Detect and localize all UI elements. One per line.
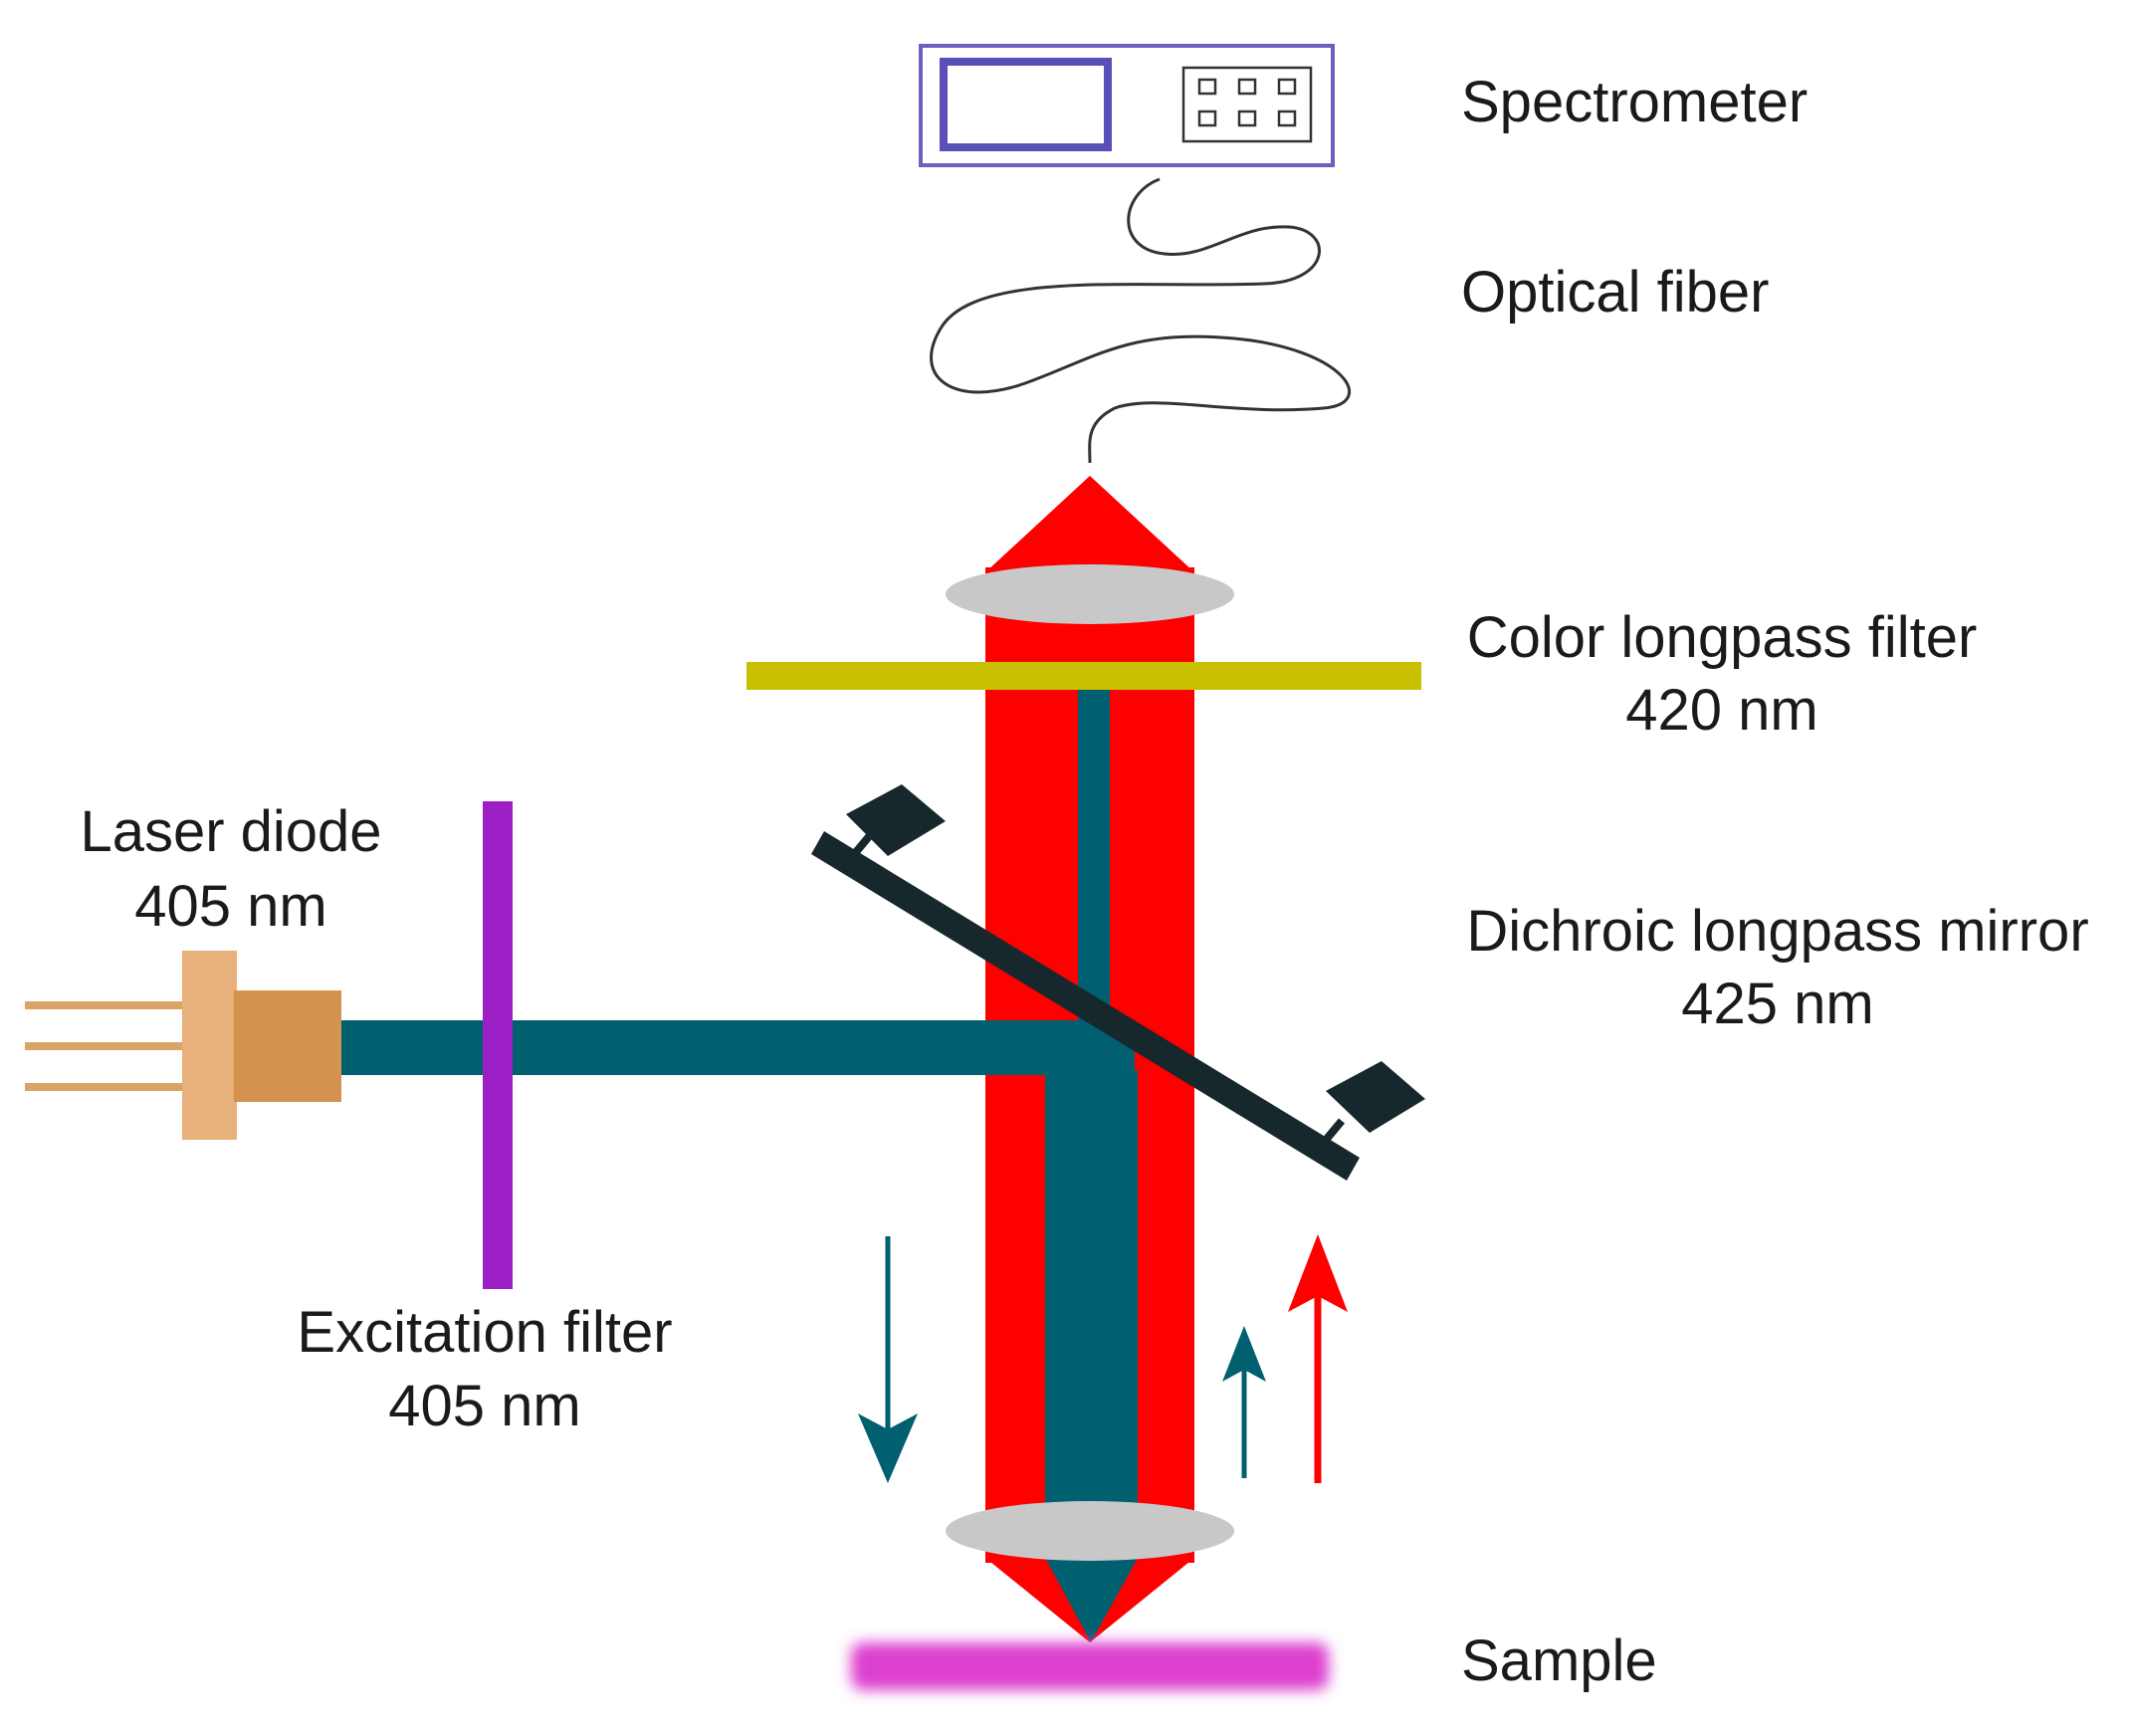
laser-diode-label: Laser diode [80, 799, 381, 864]
color-longpass-filter-wavelength: 420 nm [1625, 678, 1817, 743]
dichroic-mirror-label: Dichroic longpass mirror [1466, 899, 2088, 964]
keypad-button [1197, 78, 1217, 96]
collection-lens [946, 564, 1234, 624]
optical-fiber [930, 177, 1352, 464]
spectrometer [919, 44, 1335, 167]
emission-up-arrow [1288, 1234, 1348, 1483]
laser-diode [25, 951, 341, 1140]
excitation-filter-wavelength: 405 nm [388, 1374, 580, 1438]
objective-lens [946, 1501, 1234, 1561]
excitation-beam-lower [1045, 1070, 1138, 1573]
mirror-mount-pad-lower [1326, 1061, 1425, 1133]
color-longpass-filter-label: Color longpass filter [1467, 605, 1978, 670]
mirror-mount-stem-upper [847, 831, 875, 861]
excitation-filter-label: Excitation filter [297, 1300, 672, 1365]
laser-diode-wavelength: 405 nm [134, 874, 326, 939]
excitation-filter [483, 801, 513, 1289]
excitation-down-arrow [858, 1236, 918, 1483]
keypad-button [1197, 109, 1217, 127]
keypad-button [1237, 78, 1257, 96]
emission-beam-top [985, 476, 1194, 572]
keypad-buttons [1197, 78, 1297, 127]
spectrometer-display [940, 58, 1112, 151]
keypad-button [1237, 109, 1257, 127]
color-longpass-filter [746, 662, 1421, 690]
mirror-mount-stem-lower [1318, 1118, 1346, 1148]
excitation-reflected-up-arrow [1222, 1326, 1266, 1478]
sample [851, 1642, 1329, 1690]
dichroic-mirror-wavelength: 425 nm [1681, 972, 1873, 1036]
laser-body [234, 990, 341, 1102]
mirror-mount-pad-upper [846, 784, 946, 856]
mirror-plate [811, 831, 1360, 1181]
excitation-beam-horizontal [338, 1020, 1135, 1075]
keypad-button [1277, 109, 1297, 127]
keypad-button [1277, 78, 1297, 96]
dichroic-mirror [811, 784, 1425, 1181]
spectrometer-label: Spectrometer [1461, 70, 1808, 134]
sample-label: Sample [1461, 1628, 1657, 1693]
laser-flange [182, 951, 237, 1140]
excitation-cone-bottom [1045, 1558, 1138, 1642]
optical-fiber-label: Optical fiber [1461, 260, 1769, 325]
